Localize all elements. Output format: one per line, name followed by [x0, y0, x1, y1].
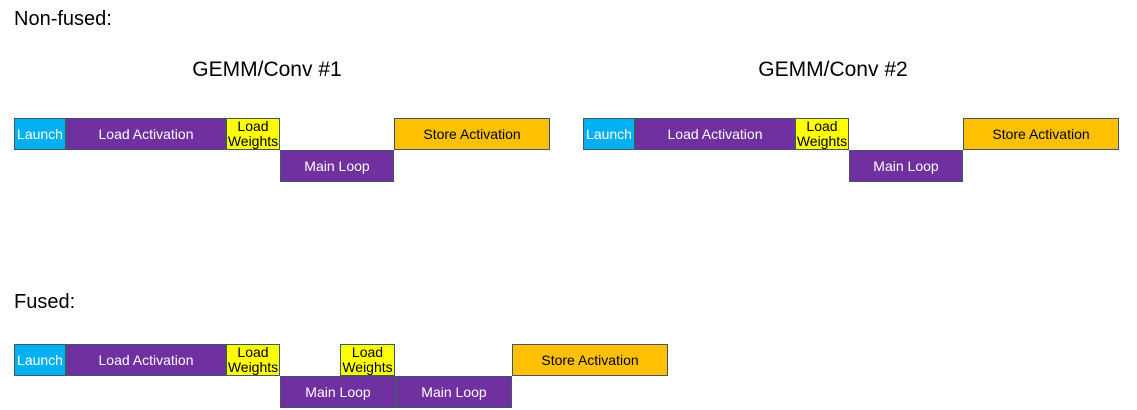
non-fused-section-label: Non-fused:	[14, 8, 112, 30]
fused-main-loop-1-block-label: Main Loop	[305, 383, 371, 400]
fused-section-label: Fused:	[14, 291, 76, 313]
fused-load-activation-block-label: Load Activation	[98, 351, 194, 368]
fused-load-activation-block: Load Activation	[66, 344, 226, 376]
fused-main-loop-1-block: Main Loop	[280, 376, 396, 408]
nf1-load-weights-block-label: Load Weights	[227, 118, 279, 149]
fused-load-weights-2-block: Load Weights	[340, 344, 395, 376]
fused-load-weights-1-block-label: Load Weights	[227, 344, 279, 375]
nf1-load-activation-block-label: Load Activation	[98, 125, 194, 142]
nf2-load-activation-block-label: Load Activation	[667, 125, 763, 142]
nf1-store-activation-block: Store Activation	[394, 118, 550, 150]
fused-launch-block-label: Launch	[17, 351, 63, 368]
nf2-load-weights-block-label: Load Weights	[796, 118, 848, 149]
nf2-main-loop-block-label: Main Loop	[873, 157, 939, 174]
fused-store-activation-block: Store Activation	[512, 344, 668, 376]
fused-store-activation-block-label: Store Activation	[541, 351, 639, 368]
kernel-1-title: GEMM/Conv #1	[192, 58, 342, 81]
fused-main-loop-2-block: Main Loop	[396, 376, 512, 408]
nf1-launch-block-label: Launch	[17, 125, 63, 142]
fused-load-weights-1-block: Load Weights	[226, 344, 280, 376]
nf1-main-loop-block-label: Main Loop	[304, 157, 370, 174]
nf2-launch-block-label: Launch	[586, 125, 632, 142]
nf1-load-activation-block: Load Activation	[66, 118, 226, 150]
nf1-load-weights-block: Load Weights	[226, 118, 280, 150]
fused-launch-block: Launch	[14, 344, 66, 376]
nf2-store-activation-block-label: Store Activation	[992, 125, 1090, 142]
nf2-main-loop-block: Main Loop	[849, 150, 963, 182]
fused-main-loop-2-block-label: Main Loop	[421, 383, 487, 400]
nf1-main-loop-block: Main Loop	[280, 150, 394, 182]
nf2-load-weights-block: Load Weights	[795, 118, 849, 150]
nf2-load-activation-block: Load Activation	[635, 118, 795, 150]
nf2-store-activation-block: Store Activation	[963, 118, 1119, 150]
kernel-2-title: GEMM/Conv #2	[758, 58, 908, 81]
nf2-launch-block: Launch	[583, 118, 635, 150]
nf1-launch-block: Launch	[14, 118, 66, 150]
fused-load-weights-2-block-label: Load Weights	[342, 344, 393, 375]
nf1-store-activation-block-label: Store Activation	[423, 125, 521, 142]
